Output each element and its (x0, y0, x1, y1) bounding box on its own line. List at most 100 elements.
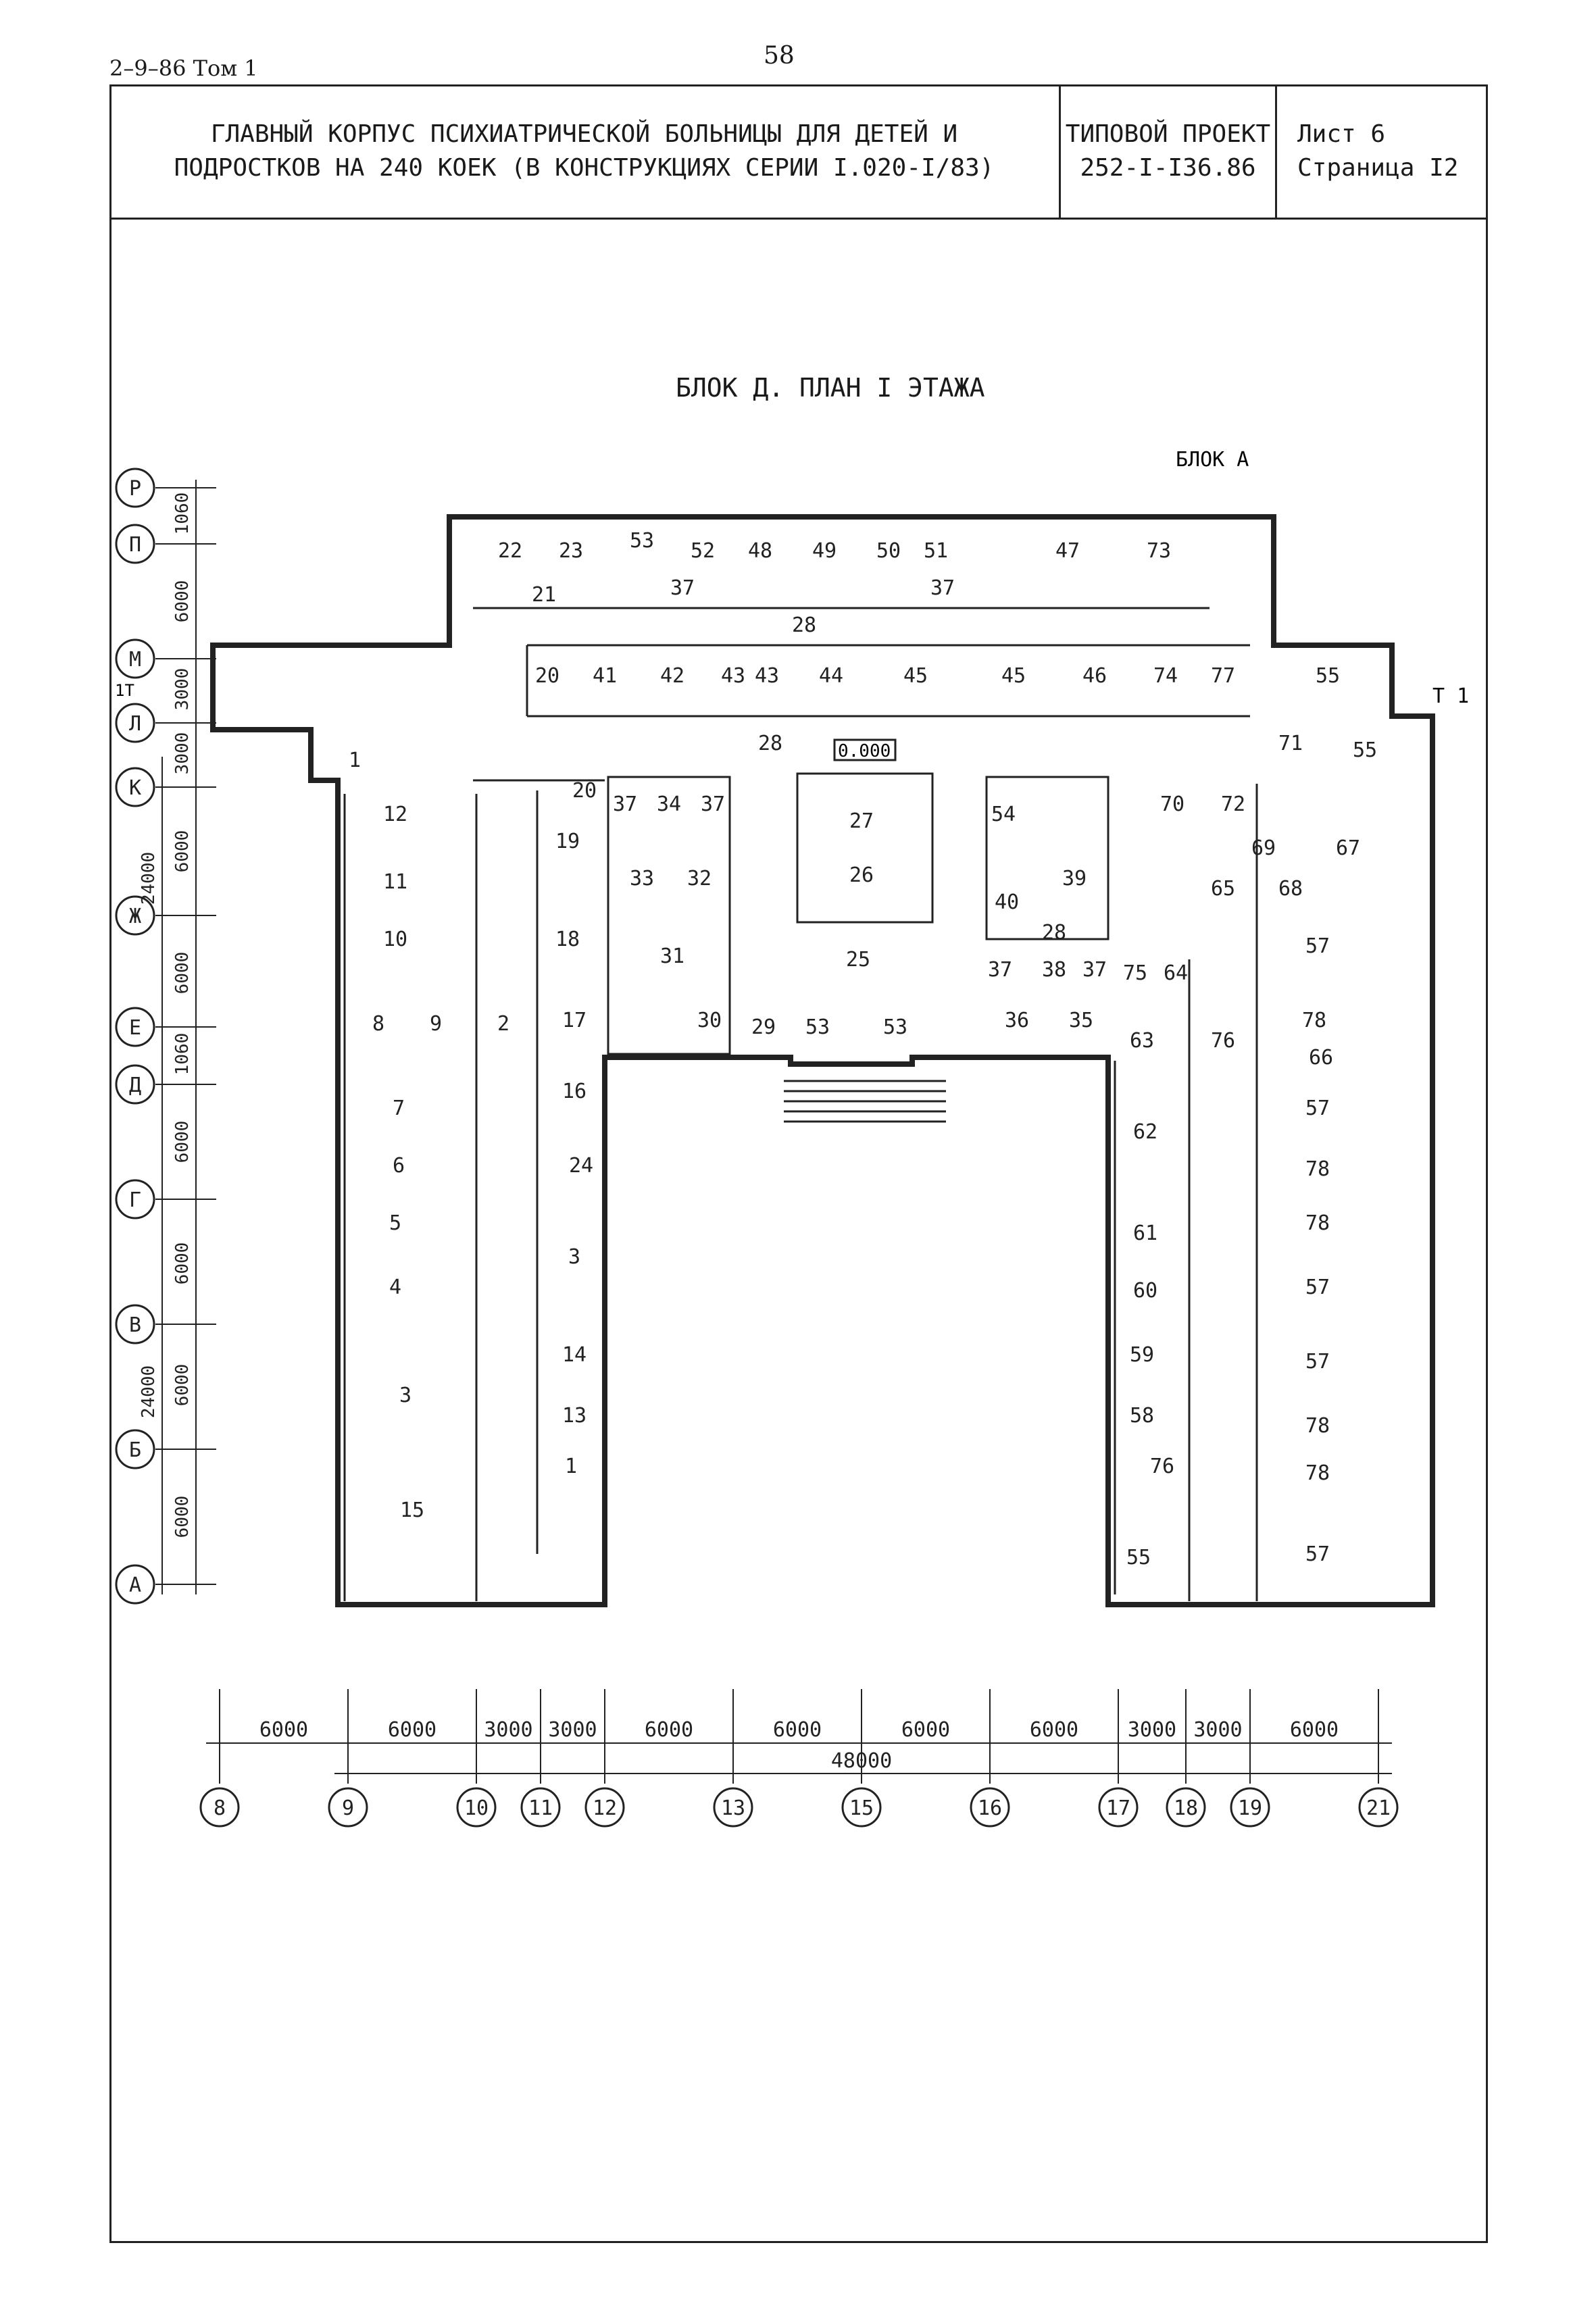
column-dimension: 3000 (1128, 1718, 1176, 1742)
room-number: 58 (1130, 1404, 1154, 1428)
room-number: 74 (1153, 664, 1178, 688)
sheet-cell: Лист 6 Страница I2 (1277, 84, 1488, 218)
room-number: 60 (1133, 1279, 1157, 1303)
room-number: 72 (1221, 793, 1245, 816)
room-number: 4 (389, 1276, 401, 1299)
room-number: 19 (555, 830, 580, 853)
room-number: 20 (572, 779, 597, 803)
room-number: 7 (393, 1097, 405, 1120)
room-number: 11 (383, 870, 407, 894)
project-cell: ТИПОВОЙ ПРОЕКТ 252-I-I36.86 (1061, 84, 1277, 218)
room-number: 8 (372, 1012, 384, 1036)
room-number: 39 (1062, 867, 1087, 890)
room-number: 75 (1123, 961, 1147, 985)
room-number: 70 (1160, 793, 1184, 816)
row-axis-label: П (129, 533, 141, 557)
row-axis-bubble (115, 1564, 155, 1605)
row-dimension: 1060 (172, 493, 193, 535)
column-axis-label: 13 (721, 1796, 745, 1820)
room-number: 71 (1278, 732, 1303, 755)
room-number: 43 (721, 664, 745, 688)
column-axis-label: 11 (528, 1796, 553, 1820)
entrance-stairs (784, 1080, 946, 1123)
room-number: 78 (1302, 1009, 1326, 1032)
column-dimension: 6000 (901, 1718, 950, 1742)
room-number: 78 (1305, 1211, 1330, 1235)
column-axis-label: 21 (1366, 1796, 1391, 1820)
title-line-2: ПОДРОСТКОВ НА 240 КОЕК (В КОНСТРУКЦИЯХ С… (174, 153, 995, 182)
room-number: 57 (1305, 1097, 1330, 1120)
room-number: 24 (569, 1154, 593, 1178)
row-axis-label: Ж (129, 905, 141, 928)
room-number: 31 (660, 945, 684, 968)
room-number: 15 (400, 1499, 424, 1522)
room-number: 78 (1305, 1414, 1330, 1438)
title-block: ГЛАВНЫЙ КОРПУС ПСИХИАТРИЧЕСКОЙ БОЛЬНИЦЫ … (109, 84, 1488, 220)
room-number: 2 (497, 1012, 509, 1036)
room-number: 57 (1305, 1276, 1330, 1299)
room-number: 57 (1305, 1350, 1330, 1374)
column-axis-bubble (1358, 1787, 1399, 1828)
column-axis-bubble (841, 1787, 882, 1828)
column-axis-bubble (1098, 1787, 1139, 1828)
room-number: 37 (670, 576, 695, 600)
room-number: 28 (792, 613, 816, 637)
room-number: 21 (532, 583, 556, 607)
column-dimension: 3000 (484, 1718, 532, 1742)
room-number: 55 (1353, 738, 1377, 762)
column-axis-bubble (1166, 1787, 1206, 1828)
row-dimension: 3000 (172, 732, 193, 775)
column-dimension: 3000 (548, 1718, 597, 1742)
column-axis-label: 18 (1174, 1796, 1198, 1820)
row-axis-label: К (129, 776, 141, 800)
column-axis-bubble (456, 1787, 497, 1828)
column-axis-bubble (1230, 1787, 1270, 1828)
room-number: 38 (1042, 958, 1066, 982)
room-number: 32 (687, 867, 712, 890)
row-dimension: 6000 (172, 580, 193, 623)
row-axis-bubble (115, 1304, 155, 1344)
row-axis-label: Г (129, 1188, 141, 1212)
room-number: 12 (383, 803, 407, 826)
row-dimension: 6000 (172, 1242, 193, 1285)
room-number: 62 (1133, 1120, 1157, 1144)
room-number: 68 (1278, 877, 1303, 901)
room-number: 27 (849, 809, 874, 833)
row-axis-bubble (115, 767, 155, 807)
room-number: 42 (660, 664, 684, 688)
room-number: 37 (613, 793, 637, 816)
room-number: 46 (1082, 664, 1107, 688)
room-number: 66 (1309, 1046, 1333, 1070)
title-line-1: ГЛАВНЫЙ КОРПУС ПСИХИАТРИЧЕСКОЙ БОЛЬНИЦЫ … (210, 120, 958, 148)
level-mark: 0.000 (838, 741, 891, 761)
column-axis-bubble (970, 1787, 1010, 1828)
column-axis-label: 15 (849, 1796, 874, 1820)
room-number: 57 (1305, 934, 1330, 958)
project-label: ТИПОВОЙ ПРОЕКТ (1065, 120, 1271, 148)
room-number: 28 (1042, 921, 1066, 945)
row-axis-label: Е (129, 1016, 141, 1040)
column-dimension: 6000 (388, 1718, 437, 1742)
row-axis-label: В (129, 1313, 141, 1337)
row-axis-bubble (115, 895, 155, 936)
level-mark-box (833, 738, 897, 761)
room-number: 54 (991, 803, 1016, 826)
column-axis-label: 17 (1106, 1796, 1130, 1820)
room-number: 5 (389, 1211, 401, 1235)
row-axis-bubble (115, 703, 155, 743)
total-dimension: 48000 (831, 1749, 892, 1773)
room-number: 14 (562, 1343, 587, 1367)
room-number: 29 (751, 1015, 776, 1039)
column-dimension: 6000 (645, 1718, 693, 1742)
sheet-frame (109, 84, 1488, 2243)
room-number: 50 (876, 539, 901, 563)
room-number: 1 (349, 749, 361, 772)
room-number: 40 (995, 890, 1019, 914)
column-axis-label: 9 (342, 1796, 354, 1820)
room-number: 49 (812, 539, 837, 563)
